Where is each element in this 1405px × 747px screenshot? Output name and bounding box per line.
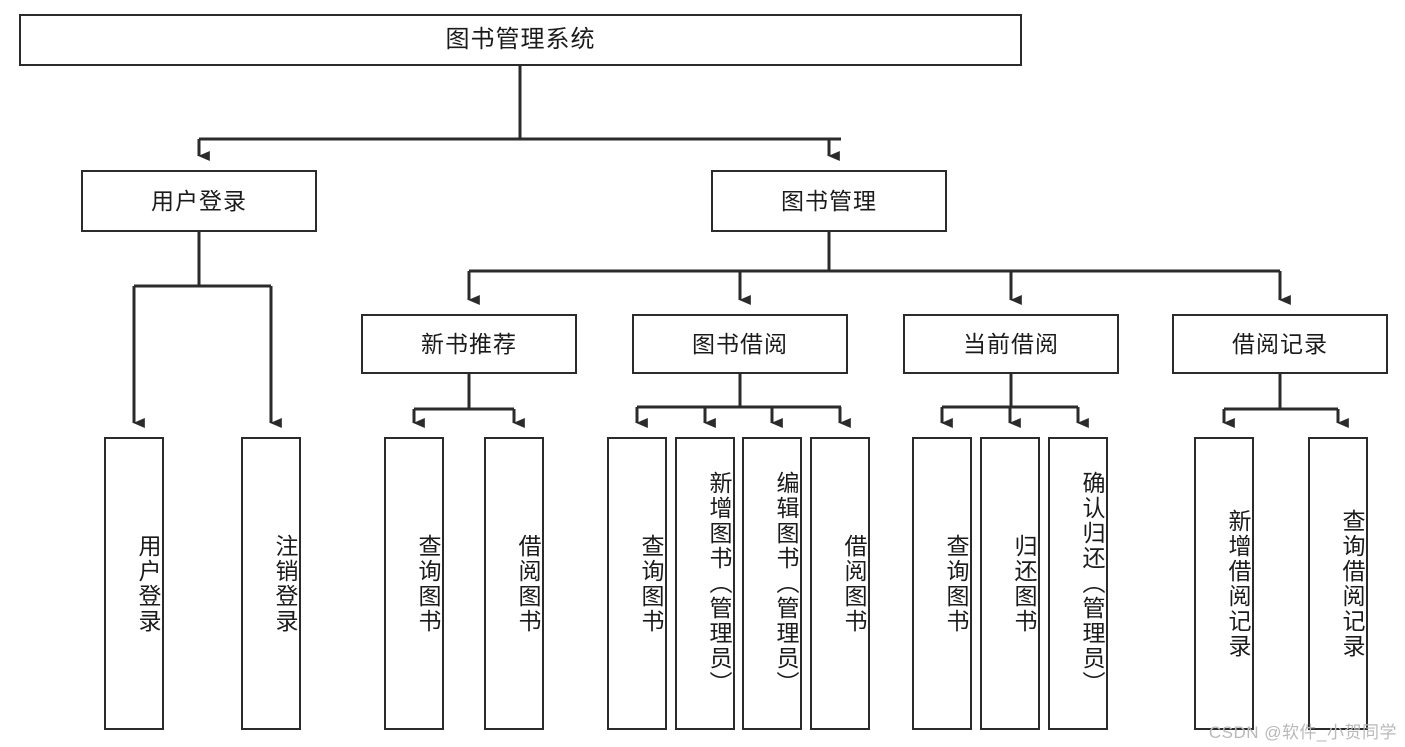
node-current-borrow[interactable]: 当前借阅 (903, 314, 1119, 374)
node-leaf-edit-book-label: 编辑图书（管理员） (773, 471, 799, 696)
node-book-manage[interactable]: 图书管理 (711, 170, 947, 232)
node-user-login[interactable]: 用户登录 (81, 170, 317, 232)
node-leaf-borrow-book-b-label: 借阅图书 (841, 533, 867, 634)
node-leaf-borrow-book-a[interactable]: 借阅图书 (484, 437, 544, 730)
node-leaf-confirm-return[interactable]: 确认归还（管理员） (1048, 437, 1108, 730)
node-new-book-rec[interactable]: 新书推荐 (361, 314, 577, 374)
node-leaf-query-record-label: 查询借阅记录 (1339, 508, 1365, 659)
node-leaf-return-book[interactable]: 归还图书 (980, 437, 1040, 730)
node-current-borrow-label: 当前借阅 (963, 330, 1059, 357)
node-leaf-query-book-a[interactable]: 查询图书 (384, 437, 444, 730)
node-leaf-edit-book[interactable]: 编辑图书（管理员） (742, 437, 802, 730)
node-leaf-user-logout[interactable]: 注销登录 (241, 437, 301, 730)
node-leaf-borrow-book-a-label: 借阅图书 (515, 533, 541, 634)
node-new-book-rec-label: 新书推荐 (421, 330, 517, 357)
node-root-label: 图书管理系统 (445, 26, 596, 53)
node-leaf-user-login-label: 用户登录 (135, 533, 161, 634)
node-leaf-user-login[interactable]: 用户登录 (104, 437, 164, 730)
node-leaf-query-book-c[interactable]: 查询图书 (912, 437, 972, 730)
node-leaf-add-record[interactable]: 新增借阅记录 (1194, 437, 1254, 730)
node-leaf-query-book-b[interactable]: 查询图书 (607, 437, 667, 730)
node-leaf-query-book-b-label: 查询图书 (638, 533, 664, 634)
node-book-borrow[interactable]: 图书借阅 (632, 314, 848, 374)
node-leaf-add-book-label: 新增图书（管理员） (706, 471, 732, 696)
node-book-borrow-label: 图书借阅 (692, 330, 788, 357)
node-leaf-return-book-label: 归还图书 (1011, 533, 1037, 634)
node-leaf-query-book-c-label: 查询图书 (943, 533, 969, 634)
node-leaf-confirm-return-label: 确认归还（管理员） (1079, 471, 1105, 696)
node-leaf-query-record[interactable]: 查询借阅记录 (1308, 437, 1368, 730)
watermark: CSDN @软件_小贺同学 (1208, 723, 1397, 742)
node-leaf-borrow-book-b[interactable]: 借阅图书 (810, 437, 870, 730)
node-leaf-query-book-a-label: 查询图书 (415, 533, 441, 634)
node-book-manage-label: 图书管理 (781, 187, 877, 214)
node-borrow-record-label: 借阅记录 (1232, 330, 1328, 357)
node-borrow-record[interactable]: 借阅记录 (1172, 314, 1388, 374)
node-leaf-user-logout-label: 注销登录 (272, 533, 298, 634)
node-leaf-add-book[interactable]: 新增图书（管理员） (675, 437, 735, 730)
node-user-login-label: 用户登录 (151, 187, 247, 214)
node-root[interactable]: 图书管理系统 (19, 14, 1022, 66)
node-leaf-add-record-label: 新增借阅记录 (1225, 508, 1251, 659)
